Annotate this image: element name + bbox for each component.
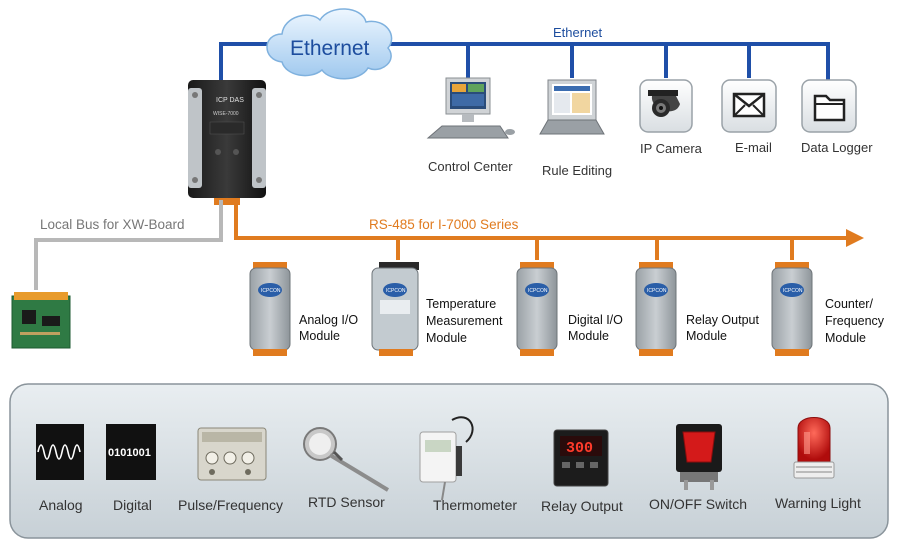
ethernet-device-label: Rule Editing bbox=[542, 163, 612, 178]
ethernet-device-control-center: Control Center bbox=[426, 77, 515, 174]
module-label-line: Module bbox=[825, 331, 866, 345]
relay-display-text: 300 bbox=[566, 440, 593, 457]
signal-label: RTD Sensor bbox=[308, 494, 385, 510]
ethernet-device-data-logger: Data Logger bbox=[801, 79, 873, 155]
ethernet-device-ip-camera: IP Camera bbox=[639, 79, 703, 156]
ethernet-device-label: Data Logger bbox=[801, 140, 873, 155]
laptop-icon bbox=[539, 79, 605, 135]
signal-thermometer: Thermometer bbox=[419, 416, 517, 513]
signal-label: Digital bbox=[113, 497, 152, 513]
signal-analog: Analog bbox=[36, 424, 84, 513]
controller-device: ICP DAS WISE-7000 bbox=[188, 80, 266, 205]
relay-controller-icon: 300 bbox=[553, 429, 609, 487]
module-label-line: Temperature bbox=[426, 297, 496, 311]
signal-label: Analog bbox=[39, 497, 83, 513]
ethernet-cloud: Ethernet bbox=[266, 8, 393, 80]
io-module-relay: ICPCON bbox=[635, 262, 677, 356]
digital-display-icon: 0101001 bbox=[106, 424, 156, 480]
ethernet-device-label: IP Camera bbox=[640, 141, 703, 156]
io-module-temperature: ICPCON bbox=[371, 262, 419, 356]
analog-wave-icon bbox=[36, 424, 84, 480]
module-label-line: Measurement bbox=[426, 314, 503, 328]
module-label-line: Module bbox=[299, 329, 340, 343]
camera-icon bbox=[648, 90, 680, 117]
module-logo: ICPCON bbox=[386, 288, 406, 294]
controller-model: WISE-7000 bbox=[213, 111, 239, 117]
module-logo: ICPCON bbox=[647, 288, 667, 294]
module-label: Counter/ Frequency Module bbox=[825, 297, 888, 345]
local-bus-line bbox=[34, 200, 223, 290]
signal-pulse-frequency: Pulse/Frequency bbox=[178, 427, 283, 513]
io-module-digital: ICPCON bbox=[516, 262, 558, 356]
warning-light-icon bbox=[793, 417, 835, 479]
module-label-line: Module bbox=[568, 329, 609, 343]
signal-label: Relay Output bbox=[541, 498, 623, 514]
module-label-line: Relay Output bbox=[686, 313, 759, 327]
module-logo: ICPCON bbox=[783, 288, 803, 294]
module-label: Relay Output Module bbox=[686, 313, 762, 343]
local-bus-label: Local Bus for XW-Board bbox=[40, 217, 185, 232]
rocker-switch-icon bbox=[676, 424, 722, 490]
module-logo: ICPCON bbox=[528, 288, 548, 294]
module-label-line: Module bbox=[686, 329, 727, 343]
computer-icon bbox=[426, 77, 515, 139]
pulse-generator-icon bbox=[197, 427, 267, 481]
module-label-line: Analog I/O bbox=[299, 313, 358, 327]
thermometer-icon bbox=[419, 416, 474, 501]
rtd-sensor-icon bbox=[303, 427, 390, 492]
signal-relay-output: 300 Relay Output bbox=[541, 429, 623, 514]
signal-on-off-switch: ON/OFF Switch bbox=[649, 424, 747, 512]
ethernet-cloud-label: Ethernet bbox=[290, 37, 370, 60]
ethernet-device-label: E-mail bbox=[735, 140, 772, 155]
module-label-line: Digital I/O bbox=[568, 313, 623, 327]
envelope-icon bbox=[732, 92, 766, 118]
io-module-counter: ICPCON bbox=[771, 262, 813, 356]
module-label: Temperature Measurement Module bbox=[426, 297, 506, 345]
module-label-line: Counter/ bbox=[825, 297, 873, 311]
ethernet-bus-label: Ethernet bbox=[553, 25, 603, 40]
signal-label: Pulse/Frequency bbox=[178, 497, 283, 513]
signal-rtd-sensor: RTD Sensor bbox=[303, 427, 390, 510]
signal-label: Warning Light bbox=[775, 495, 861, 511]
ethernet-device-label: Control Center bbox=[428, 159, 513, 174]
signal-warning-light: Warning Light bbox=[775, 417, 861, 511]
folder-icon bbox=[813, 94, 846, 122]
module-logo: ICPCON bbox=[261, 288, 281, 294]
ethernet-bus bbox=[219, 42, 830, 88]
module-label: Analog I/O Module bbox=[299, 313, 362, 343]
rs485-label: RS-485 for I-7000 Series bbox=[369, 217, 519, 232]
module-label-line: Module bbox=[426, 331, 467, 345]
rs485-bus bbox=[234, 205, 864, 260]
ethernet-device-rule-editing: Rule Editing bbox=[539, 79, 612, 178]
xw-board bbox=[11, 292, 71, 349]
digital-display-text: 0101001 bbox=[108, 447, 151, 459]
signal-label: Thermometer bbox=[433, 497, 517, 513]
ethernet-device-email: E-mail bbox=[721, 79, 777, 155]
signal-label: ON/OFF Switch bbox=[649, 496, 747, 512]
module-label: Digital I/O Module bbox=[568, 313, 626, 343]
signal-digital: 0101001 Digital bbox=[106, 424, 156, 513]
module-label-line: Frequency bbox=[825, 314, 885, 328]
controller-brand: ICP DAS bbox=[216, 97, 244, 104]
io-module-analog: ICPCON bbox=[249, 262, 291, 356]
